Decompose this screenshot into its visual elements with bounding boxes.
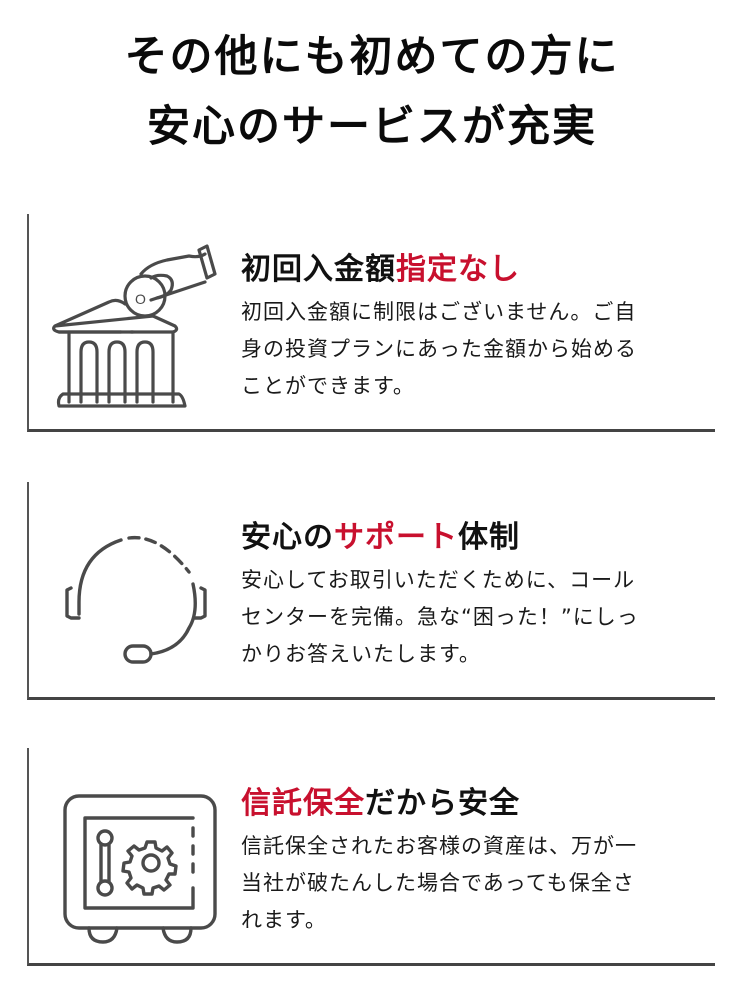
card-heading-text-after: 体制 (458, 520, 520, 555)
description-line: れます。 (241, 908, 327, 932)
page-title: その他にも初めての方に 安心のサービスが充実 (0, 22, 744, 162)
card-heading: 安心のサポート体制 (241, 512, 520, 556)
description-line: センターを完備。急な“困った！”にしっ (241, 605, 639, 629)
card-heading: 初回入金額指定なし (241, 244, 520, 288)
safe-vault-icon (49, 768, 219, 948)
card-description: 信託保全されたお客様の資産は、万が一 当社が破たんした場合であっても保全さ れま… (241, 828, 691, 939)
description-line: かりお答えいたします。 (241, 642, 481, 666)
feature-card-trust-protection: 信託保全だから安全 信託保全されたお客様の資産は、万が一 当社が破たんした場合で… (27, 748, 715, 966)
card-heading-highlight: 信託保全 (241, 786, 365, 821)
feature-card-support: 安心のサポート体制 安心してお取引いただくために、コール センターを完備。急な“… (27, 482, 715, 700)
card-heading-text-after: だから安全 (365, 786, 520, 821)
card-description: 初回入金額に制限はございません。ご自 身の投資プランにあった金額から始める こと… (241, 294, 691, 405)
description-line: 身の投資プランにあった金額から始める (241, 337, 637, 361)
description-line: 信託保全されたお客様の資産は、万が一 (241, 834, 637, 858)
description-line: 安心してお取引いただくために、コール (241, 568, 636, 592)
card-heading-highlight: サポート (334, 520, 458, 555)
feature-card-no-minimum-deposit: O 初回入金額指定なし 初回入金額に制限はございません。ご自 身の投資プランにあ… (27, 214, 715, 432)
headset-icon (49, 502, 219, 682)
card-description: 安心してお取引いただくために、コール センターを完備。急な“困った！”にしっ か… (241, 562, 691, 673)
card-heading-highlight: 指定なし (396, 252, 520, 287)
description-line: ことができます。 (241, 374, 415, 398)
card-heading-text: 初回入金額 (241, 252, 396, 287)
description-line: 初回入金額に制限はございません。ご自 (241, 300, 637, 324)
card-heading: 信託保全だから安全 (241, 778, 520, 822)
card-heading-text: 安心の (241, 520, 334, 555)
page-title-line-2: 安心のサービスが充実 (147, 102, 597, 152)
bank-deposit-hand-coin-icon: O (49, 234, 219, 414)
description-line: 当社が破たんした場合であっても保全さ (241, 871, 635, 895)
svg-text:O: O (135, 291, 146, 307)
page-title-line-1: その他にも初めての方に (124, 32, 620, 82)
